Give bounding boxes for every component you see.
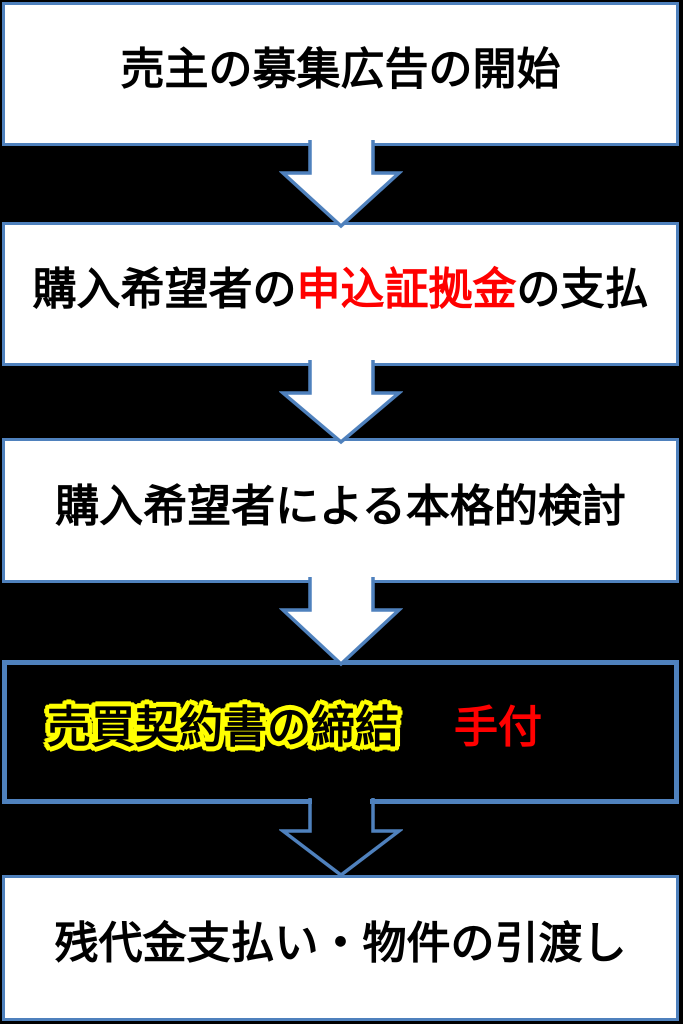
step-box-2: 購入希望者の申込証拠金の支払 [2,222,679,366]
step-box-5: 残代金支払い・物件の引渡し [2,875,679,1021]
down-arrow-icon [279,360,403,445]
step-1-text: 売主の募集広告の開始 [120,45,561,94]
down-arrow-icon [279,140,403,229]
down-arrow-icon [279,798,403,878]
step-4-deposit-text: 手付 [454,703,542,752]
step-5-text: 残代金支払い・物件の引渡し [54,919,627,968]
step-2-text: 購入希望者の申込証拠金の支払 [33,268,649,312]
step-2-text-part2: の支払 [516,265,649,314]
step-box-4: 売買契約書の締結 手付 [2,660,679,804]
step-2-text-part1: 購入希望者の [32,265,297,314]
step-box-3: 購入希望者による本格的検討 [2,438,679,583]
step-box-1: 売主の募集広告の開始 [2,2,679,146]
step-2-deposit-term: 申込証拠金 [296,265,517,314]
down-arrow-icon [279,577,403,667]
step-3-text: 購入希望者による本格的検討 [55,481,626,531]
step-4-contract-text: 売買契約書の締結 [47,703,399,752]
